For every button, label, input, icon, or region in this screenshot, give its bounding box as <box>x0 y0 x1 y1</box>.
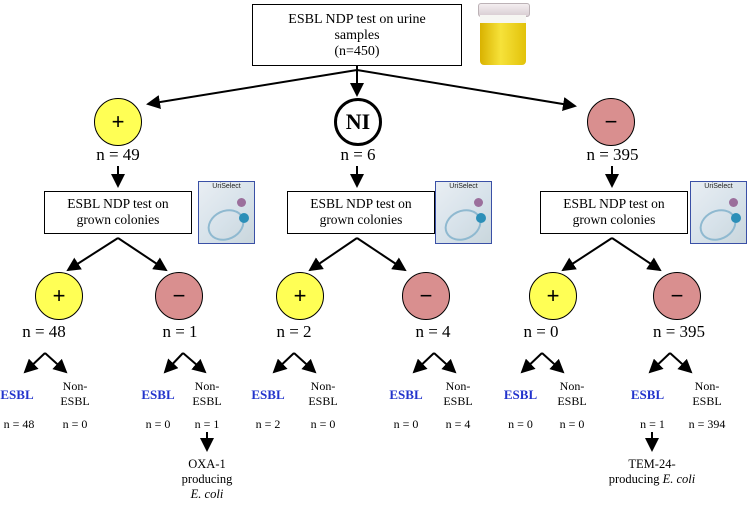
non-esbl-count-4: n = 4 <box>445 417 471 431</box>
urine-sample-cup-icon <box>476 3 530 67</box>
positive-circle-l2-3: + <box>529 272 577 320</box>
non-esbl-count-5: n = 0 <box>559 417 585 431</box>
count-l2-5: n = 0 <box>523 322 559 341</box>
esbl-label-2: ESBL <box>141 387 175 402</box>
non-esbl-label-3: Non-ESBL <box>308 379 338 408</box>
uriselect-plate-left: UriSelect <box>198 181 255 244</box>
note-tem24: TEM-24- producing E. coli <box>608 457 696 486</box>
positive-circle-l2-2: + <box>276 272 324 320</box>
negative-circle-l2-2: − <box>402 272 450 320</box>
uriselect-plate-center: UriSelect <box>435 181 492 244</box>
count-l2-1: n = 48 <box>22 322 66 341</box>
esbl-label-6: ESBL <box>630 387 665 402</box>
non-esbl-label-2: Non-ESBL <box>192 379 222 408</box>
count-l1-ni: n = 6 <box>340 145 376 164</box>
esbl-label-4: ESBL <box>389 387 423 402</box>
non-esbl-count-1: n = 0 <box>62 417 88 431</box>
non-esbl-count-2: n = 1 <box>194 417 220 431</box>
esbl-count-3: n = 2 <box>255 417 281 431</box>
esbl-label-3: ESBL <box>251 387 285 402</box>
top-title-line1: ESBL NDP test on urine <box>288 12 426 27</box>
non-esbl-count-6: n = 394 <box>688 417 726 431</box>
count-l2-3: n = 2 <box>276 322 312 341</box>
top-title-line3: (n=450) <box>334 44 380 59</box>
count-l1-negative: n = 395 <box>586 145 639 164</box>
count-l2-2: n = 1 <box>162 322 198 341</box>
esbl-label-1: ESBL <box>0 387 34 402</box>
positive-circle-l1: + <box>94 98 142 146</box>
negative-circle-l2-1: − <box>155 272 203 320</box>
uriselect-plate-right: UriSelect <box>690 181 747 244</box>
non-esbl-label-5: Non-ESBL <box>557 379 587 408</box>
negative-circle-l2-3: − <box>653 272 701 320</box>
note-oxa1: OXA-1 producing E. coli <box>181 457 233 501</box>
esbl-count-6: n = 1 <box>640 417 665 431</box>
top-test-box: ESBL NDP test on urine samples (n=450) <box>252 4 462 66</box>
esbl-count-4: n = 0 <box>393 417 419 431</box>
positive-circle-l2-1: + <box>35 272 83 320</box>
count-l2-4: n = 4 <box>415 322 451 341</box>
top-title-line2: samples <box>334 28 380 43</box>
non-esbl-label-1: Non-ESBL <box>60 379 90 408</box>
count-l1-positive: n = 49 <box>96 145 140 164</box>
negative-circle-l1: − <box>587 98 635 146</box>
count-l2-6: n = 395 <box>652 322 706 341</box>
esbl-label-5: ESBL <box>503 387 538 402</box>
esbl-count-1: n = 48 <box>3 417 35 431</box>
esbl-count-5: n = 0 <box>508 417 533 431</box>
ni-circle: NI <box>334 98 382 146</box>
esbl-count-2: n = 0 <box>145 417 171 431</box>
non-esbl-count-3: n = 0 <box>310 417 336 431</box>
non-esbl-label-4: Non-ESBL <box>443 379 473 408</box>
non-esbl-label-6: Non-ESBL <box>692 379 722 408</box>
